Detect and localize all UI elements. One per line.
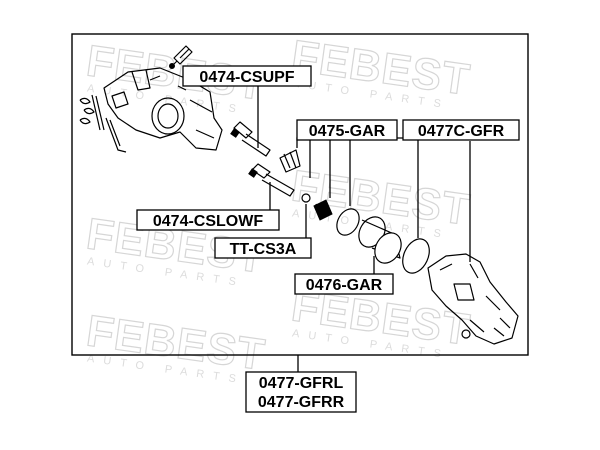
label-text: 0474-CSUPF	[199, 69, 294, 86]
large-seal-ring-part	[402, 238, 430, 274]
caliper-body-part	[103, 67, 223, 151]
caliper-bracket-part	[427, 253, 519, 345]
label-0474-cslowf: 0474-CSLOWF	[136, 209, 280, 231]
label-text: 0474-CSLOWF	[153, 213, 263, 230]
diagram-frame	[71, 33, 529, 356]
watermark-2: FEBEST AUTO PARTS	[288, 31, 474, 112]
label-0476-gar: 0476-GAR	[294, 273, 394, 295]
label-tt-cs3a: TT-CS3A	[214, 237, 312, 259]
lower-slide-pin-part	[248, 163, 295, 197]
label-text: TT-CS3A	[230, 241, 297, 258]
label-text-right: 0477-GFRR	[258, 394, 345, 411]
label-0477c-gfr: 0477C-GFR	[402, 119, 520, 141]
seal-ring-part	[336, 208, 360, 236]
label-assembly: 0477-GFRL 0477-GFRR	[245, 371, 357, 413]
label-0475-gar: 0475-GAR	[296, 119, 398, 141]
sleeve-part	[301, 193, 311, 203]
upper-slide-pin-part	[230, 121, 271, 157]
label-text: 0476-GAR	[306, 277, 383, 294]
label-0474-csupf: 0474-CSUPF	[182, 65, 312, 87]
watermark-5: FEBEST AUTO PARTS	[83, 306, 269, 387]
label-text: 0475-GAR	[309, 123, 386, 140]
pin-boot-part	[279, 149, 301, 173]
bleeder-screw-part	[169, 45, 193, 69]
spring-clip-part	[79, 94, 127, 153]
label-text: 0477C-GFR	[418, 123, 505, 140]
piston-part	[358, 216, 402, 264]
piston-boot-part	[313, 199, 333, 221]
label-text-left: 0477-GFRL	[259, 375, 344, 392]
